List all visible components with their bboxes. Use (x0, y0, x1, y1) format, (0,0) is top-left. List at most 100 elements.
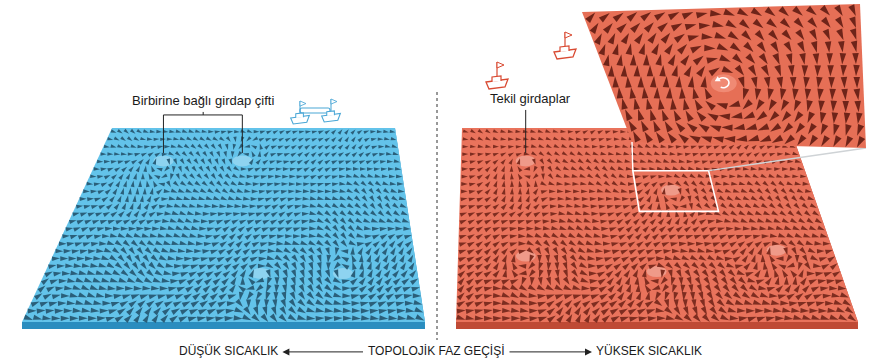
spin-arrow (241, 167, 247, 171)
spin-arrow (112, 247, 121, 255)
spin-arrow (637, 144, 644, 150)
spin-arrow (97, 174, 104, 179)
spin-arrow (346, 167, 352, 171)
spin-arrow (150, 187, 155, 194)
spin-arrow (80, 197, 87, 201)
spin-arrow (627, 174, 634, 178)
spin-arrow (297, 158, 304, 164)
spin-arrow (393, 210, 401, 217)
spin-arrow (217, 299, 227, 307)
spin-arrow (478, 145, 484, 150)
spin-arrow (378, 210, 386, 218)
spin-arrow (197, 269, 206, 277)
spin-arrow (674, 299, 680, 308)
spin-arrow (380, 159, 387, 163)
spin-arrow (102, 301, 111, 306)
spin-arrow (638, 315, 648, 322)
spin-arrow (155, 270, 164, 278)
spin-arrow (378, 137, 384, 141)
spin-arrow (251, 314, 261, 324)
spin-arrow (358, 143, 365, 150)
spin-arrow (274, 269, 281, 278)
spin-arrow (354, 195, 362, 202)
spin-arrow (406, 315, 416, 322)
spin-arrow (590, 197, 597, 201)
spin-arrow (155, 151, 162, 157)
spin-arrow (90, 174, 97, 178)
spin-arrow (178, 277, 187, 284)
spin-arrow (184, 256, 192, 261)
spin-arrow (149, 210, 157, 217)
spin-arrow (325, 189, 332, 193)
spin-arrow (559, 219, 567, 225)
spin-arrow (224, 218, 232, 225)
spin-arrow (476, 188, 484, 194)
spin-arrow (662, 195, 669, 203)
spin-arrow (630, 254, 639, 262)
spin-arrow (554, 277, 562, 287)
spin-arrow (193, 136, 200, 142)
spin-arrow (115, 240, 124, 248)
spin-arrow (629, 247, 638, 255)
spin-arrow (351, 292, 360, 299)
spin-arrow (385, 284, 395, 293)
spin-arrow (484, 277, 493, 284)
spin-arrow (113, 293, 122, 299)
spin-arrow (111, 129, 117, 134)
spin-arrow (248, 211, 256, 217)
spin-arrow (570, 159, 577, 165)
spin-arrow (198, 196, 206, 202)
spin-arrow (493, 187, 499, 195)
spin-arrow (191, 299, 201, 308)
spin-arrow (122, 202, 128, 210)
spin-arrow (104, 248, 113, 255)
spin-arrow (343, 308, 352, 314)
spin-arrow (284, 144, 291, 150)
spin-arrow (266, 262, 275, 270)
spin-arrow (388, 167, 394, 171)
spin-arrow (690, 255, 699, 263)
spin-arrow (324, 218, 332, 226)
spin-arrow (707, 255, 716, 263)
spin-arrow (582, 204, 589, 208)
spin-arrow (232, 261, 241, 270)
spin-arrow (200, 158, 206, 165)
spin-arrow (674, 262, 683, 271)
spin-arrow (485, 137, 492, 142)
spin-arrow (501, 202, 509, 210)
slab-top (22, 128, 425, 322)
spin-arrow (105, 188, 113, 195)
spin-arrow (273, 189, 280, 195)
spin-arrow (140, 137, 146, 142)
spin-arrow (125, 286, 133, 291)
spin-arrow (562, 151, 569, 157)
spin-arrow (299, 284, 307, 294)
spin-arrow (364, 136, 371, 142)
spin-arrow (204, 144, 211, 151)
spin-arrow (523, 174, 530, 179)
spin-arrow (694, 233, 703, 240)
spin-arrow (639, 202, 647, 210)
spin-arrow (556, 305, 565, 315)
spin-arrow (70, 233, 78, 239)
spin-arrow (533, 202, 541, 210)
spin-arrow (340, 232, 348, 241)
spin-arrow (538, 307, 548, 315)
spin-arrow (332, 166, 339, 172)
spin-arrow (141, 151, 148, 157)
spin-arrow (476, 239, 485, 247)
spin-arrow (326, 262, 331, 270)
spin-arrow (566, 204, 574, 209)
spin-arrow (346, 174, 353, 179)
spin-arrow (279, 306, 288, 316)
spin-arrow (81, 308, 91, 314)
spin-arrow (304, 151, 311, 158)
spin-arrow (359, 268, 366, 277)
spin-arrow (456, 315, 466, 323)
spin-arrow (157, 144, 164, 149)
spin-arrow (676, 225, 684, 233)
spin-arrow (41, 276, 51, 285)
spin-arrow (519, 292, 529, 299)
spin-arrow (366, 254, 373, 263)
spin-arrow (243, 247, 252, 255)
